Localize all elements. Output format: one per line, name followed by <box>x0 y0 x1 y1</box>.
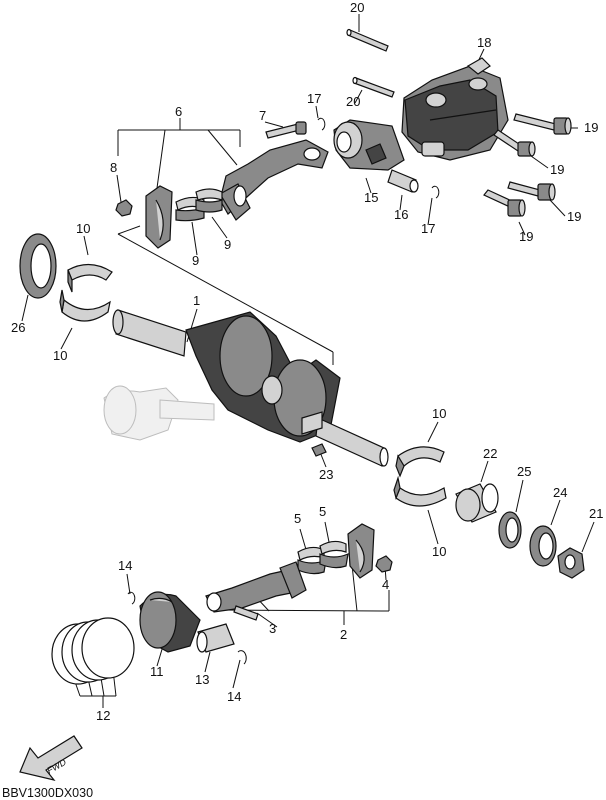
bearing-shell-9-a[interactable] <box>175 196 205 222</box>
callout-19b[interactable]: 19 <box>550 162 564 177</box>
callout-20a[interactable]: 20 <box>350 0 364 15</box>
bolt-19-b[interactable] <box>493 129 536 157</box>
oil-seal-26[interactable] <box>19 233 57 299</box>
callout-7[interactable]: 7 <box>259 108 266 123</box>
callout-4[interactable]: 4 <box>382 577 389 592</box>
woodruff-key-23[interactable] <box>311 443 327 457</box>
callout-14b[interactable]: 14 <box>227 689 241 704</box>
o-ring-25[interactable] <box>498 511 522 549</box>
callout-17b[interactable]: 17 <box>421 221 435 236</box>
balancer-housing[interactable] <box>401 57 509 161</box>
callout-20b[interactable]: 20 <box>346 94 360 109</box>
callout-19c[interactable]: 19 <box>567 209 581 224</box>
callout-26[interactable]: 26 <box>11 320 25 335</box>
forward-arrow-icon: FWD <box>19 735 83 781</box>
bolt-19-c[interactable] <box>507 181 556 201</box>
circlip-14-lower[interactable] <box>237 650 247 665</box>
nut-21[interactable] <box>557 547 585 579</box>
circlip-14-upper[interactable] <box>127 591 136 605</box>
bearing-shell-5-b[interactable] <box>319 540 349 569</box>
callout-14a[interactable]: 14 <box>118 558 132 573</box>
bolt-19-a[interactable] <box>513 113 572 135</box>
dowel-pin-lower[interactable] <box>352 76 395 98</box>
callout-10a[interactable]: 10 <box>76 221 90 236</box>
bolt-3[interactable] <box>233 605 259 621</box>
circlip-17-lower[interactable] <box>431 185 440 199</box>
crankshaft[interactable] <box>112 309 389 467</box>
callout-23[interactable]: 23 <box>319 467 333 482</box>
callout-16[interactable]: 16 <box>394 207 408 222</box>
circlip-17-upper[interactable] <box>317 117 326 131</box>
connecting-rod-lower[interactable] <box>205 561 307 613</box>
collar-22[interactable] <box>455 483 499 523</box>
callout-10c[interactable]: 10 <box>432 406 446 421</box>
callout-21[interactable]: 21 <box>589 506 603 521</box>
balancer-weight-15[interactable] <box>333 119 405 171</box>
nut-4[interactable] <box>375 555 393 573</box>
bolt-7[interactable] <box>265 121 307 139</box>
callout-15[interactable]: 15 <box>364 190 378 205</box>
callout-1[interactable]: 1 <box>193 293 200 308</box>
callout-10d[interactable]: 10 <box>432 544 446 559</box>
callout-8[interactable]: 8 <box>110 160 117 175</box>
nut-8[interactable] <box>115 199 133 217</box>
callout-6[interactable]: 6 <box>175 104 182 119</box>
main-bearing-10-right-upper[interactable] <box>395 446 445 478</box>
dowel-pin-upper[interactable] <box>346 28 389 52</box>
main-bearing-10-left-upper[interactable] <box>67 263 113 293</box>
callout-10b[interactable]: 10 <box>53 348 67 363</box>
callout-12[interactable]: 12 <box>96 708 110 723</box>
callout-18[interactable]: 18 <box>477 35 491 50</box>
callout-17a[interactable]: 17 <box>307 91 321 106</box>
piston-ring-set-12[interactable] <box>51 617 135 685</box>
callout-2[interactable]: 2 <box>340 627 347 642</box>
rod-cap-upper[interactable] <box>145 185 173 249</box>
callout-19a[interactable]: 19 <box>584 120 598 135</box>
bearing-shell-5-a[interactable] <box>297 546 327 575</box>
callout-3[interactable]: 3 <box>269 621 276 636</box>
oil-seal-24[interactable] <box>529 525 557 567</box>
main-bearing-10-right-lower[interactable] <box>393 475 447 507</box>
callout-19d[interactable]: 19 <box>519 229 533 244</box>
piston-pin-13[interactable] <box>196 623 235 653</box>
piston-11[interactable] <box>139 591 201 653</box>
callout-labels: 1 2 3 4 5 5 6 7 8 9 9 10 10 10 10 11 12 … <box>11 0 603 723</box>
callout-25[interactable]: 25 <box>517 464 531 479</box>
callout-9a[interactable]: 9 <box>192 253 199 268</box>
callout-5a[interactable]: 5 <box>294 511 301 526</box>
balancer-rod-upper[interactable] <box>219 139 329 221</box>
ghost-piston <box>103 385 215 441</box>
main-bearing-10-left-lower[interactable] <box>59 289 111 322</box>
callout-22[interactable]: 22 <box>483 446 497 461</box>
pin-16[interactable] <box>387 169 419 193</box>
bearing-shell-9-b[interactable] <box>195 188 223 213</box>
diagram-code: BBV1300DX030 <box>2 786 93 800</box>
bolt-19-d[interactable] <box>483 189 526 217</box>
callout-11[interactable]: 11 <box>150 664 164 679</box>
leader-lines <box>21 14 595 708</box>
callout-24[interactable]: 24 <box>553 485 567 500</box>
callout-5b[interactable]: 5 <box>319 504 326 519</box>
callout-13[interactable]: 13 <box>195 672 209 687</box>
rod-cap-lower[interactable] <box>347 523 375 579</box>
callout-9b[interactable]: 9 <box>224 237 231 252</box>
